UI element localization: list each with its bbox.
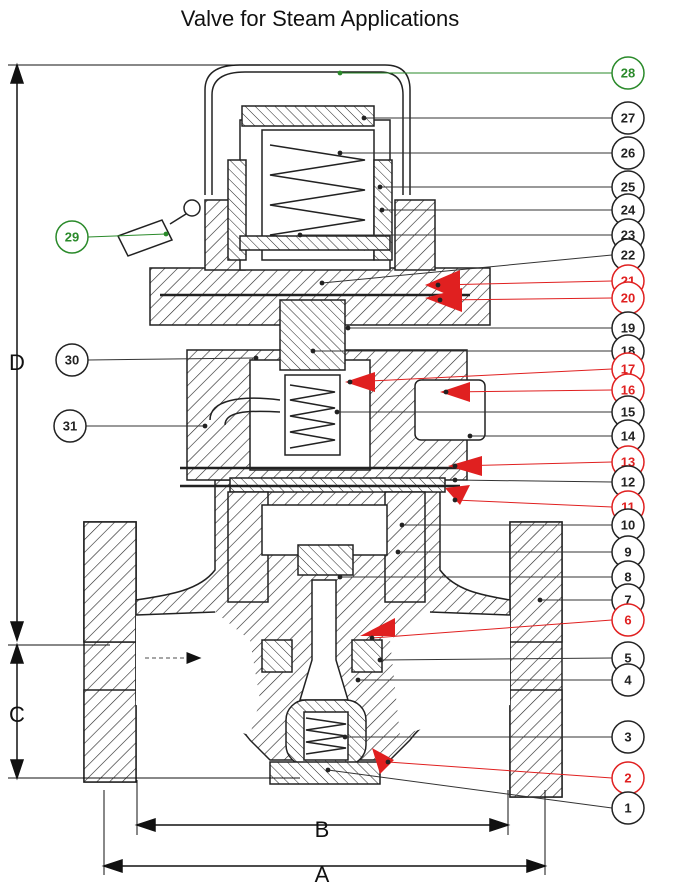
callout-leader-dot — [297, 232, 303, 238]
callout-circle — [611, 136, 645, 170]
callout-25: 25 — [377, 170, 645, 204]
callout-20: 20 — [437, 281, 645, 315]
callout-number: 20 — [621, 291, 635, 306]
callout-leader-dot — [452, 463, 458, 469]
callout-leader-dot — [437, 297, 443, 303]
callout-number: 10 — [621, 518, 635, 533]
callout-number: 7 — [624, 593, 631, 608]
callout-12: 12 — [452, 465, 645, 499]
callout-circle — [55, 220, 89, 254]
dimension-label-b: B — [315, 817, 330, 842]
callout-30: 30 — [55, 343, 259, 377]
dimension-label-d: D — [9, 350, 25, 375]
valve-body — [83, 64, 563, 798]
callout-leader-dot — [399, 522, 405, 528]
callout-circle — [611, 101, 645, 135]
callout-leader-dot — [163, 231, 169, 237]
callout-28: 28 — [337, 56, 645, 90]
callout-number: 31 — [63, 419, 77, 434]
callout-circle — [611, 720, 645, 754]
callout-number: 25 — [621, 180, 635, 195]
callout-number: 27 — [621, 111, 635, 126]
callout-number: 4 — [624, 673, 632, 688]
callout-leader-dot — [355, 677, 361, 683]
callout-1: 1 — [325, 767, 645, 825]
callout-leader-dot — [325, 767, 331, 773]
callout-number: 30 — [65, 353, 79, 368]
callout-leader-dot — [347, 379, 353, 385]
callout-number: 28 — [621, 66, 635, 81]
callout-leader-dot — [345, 325, 351, 331]
callout-leader-dot — [337, 574, 343, 580]
dimension-label-c: C — [9, 702, 25, 727]
callout-27: 27 — [361, 101, 645, 135]
callout-leader-dot — [361, 115, 367, 121]
callout-8: 8 — [337, 560, 645, 594]
callout-number: 9 — [624, 545, 631, 560]
callout-leader-dot — [537, 597, 543, 603]
callout-circle — [53, 409, 87, 443]
callout-leader-dot — [443, 389, 449, 395]
callout-leader-dot — [395, 549, 401, 555]
callout-circle — [611, 603, 645, 637]
callout-9: 9 — [395, 535, 645, 569]
callout-6: 6 — [369, 603, 645, 641]
dimension-label-a: A — [315, 862, 330, 885]
callout-number: 19 — [621, 321, 635, 336]
callout-22: 22 — [319, 238, 645, 286]
callout-leader-dot — [202, 423, 208, 429]
callout-leader-dot — [377, 184, 383, 190]
callout-leader-dot — [369, 635, 375, 641]
callout-number: 6 — [624, 613, 631, 628]
callout-leader-dot — [452, 497, 458, 503]
callout-3: 3 — [342, 720, 645, 754]
callout-4: 4 — [355, 663, 645, 697]
callout-leader-dot — [342, 734, 348, 740]
callout-leader-dot — [467, 433, 473, 439]
callout-circle — [611, 663, 645, 697]
callout-leader-dot — [385, 759, 391, 765]
callout-number: 2 — [624, 771, 631, 786]
callout-number: 26 — [621, 146, 635, 161]
callout-circle — [55, 343, 89, 377]
callout-leader-dot — [452, 477, 458, 483]
dimension-lines — [8, 62, 548, 875]
callout-14: 14 — [467, 419, 645, 453]
callout-leader-dot — [253, 355, 259, 361]
callout-number: 17 — [621, 362, 635, 377]
callout-number: 14 — [621, 429, 636, 444]
callout-leader-dot — [379, 207, 385, 213]
callout-15: 15 — [334, 395, 645, 429]
diagram-title: Valve for Steam Applications — [180, 6, 460, 31]
callout-19: 19 — [345, 311, 645, 345]
callout-number: 8 — [624, 570, 631, 585]
callout-leader-dot — [435, 282, 441, 288]
callout-24: 24 — [379, 193, 645, 227]
callout-leader-dot — [337, 150, 343, 156]
callout-29: 29 — [55, 220, 169, 254]
callout-31: 31 — [53, 409, 208, 443]
callout-number: 12 — [621, 475, 635, 490]
callout-number: 29 — [65, 230, 79, 245]
callout-circle — [611, 56, 645, 90]
callout-leader-dot — [377, 657, 383, 663]
callout-number: 5 — [624, 651, 631, 666]
part-callouts: 2827262524232221201918171615141312111098… — [53, 56, 645, 825]
callout-leader-dot — [334, 409, 340, 415]
callout-26: 26 — [337, 136, 645, 170]
callout-number: 1 — [624, 801, 631, 816]
callout-circle — [611, 791, 645, 825]
callout-leader-dot — [310, 348, 316, 354]
callout-number: 22 — [621, 248, 635, 263]
callout-leader-dot — [319, 280, 325, 286]
callout-number: 24 — [621, 203, 636, 218]
callout-leader-dot — [337, 70, 343, 76]
callout-number: 16 — [621, 383, 635, 398]
callout-number: 3 — [624, 730, 631, 745]
callout-number: 15 — [621, 405, 635, 420]
